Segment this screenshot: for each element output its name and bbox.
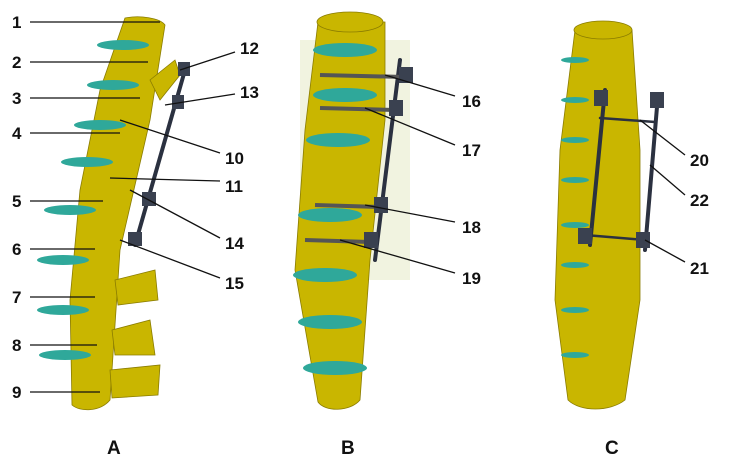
callout-label: 10 xyxy=(225,149,244,168)
callout-label: 7 xyxy=(12,288,21,307)
callout-label: 18 xyxy=(462,218,481,237)
callout-label: 6 xyxy=(12,240,21,259)
spine-model-c xyxy=(554,20,664,410)
disc xyxy=(313,43,377,57)
disc xyxy=(87,80,139,90)
rod-b xyxy=(373,58,402,262)
panel-label-c: C xyxy=(605,438,619,458)
callout-label: 2 xyxy=(12,53,21,72)
callout-label: 22 xyxy=(690,191,709,210)
disc xyxy=(61,157,113,167)
rod-c-left xyxy=(588,88,607,247)
leader-line xyxy=(364,204,456,223)
disc xyxy=(298,315,362,329)
disc xyxy=(561,97,589,103)
callout-label: 21 xyxy=(690,259,709,278)
pedicle-screw xyxy=(314,203,381,209)
leader-line xyxy=(119,239,221,279)
disc xyxy=(97,40,149,50)
leader-line xyxy=(384,74,456,97)
leader-line xyxy=(119,119,221,154)
callout-label: 11 xyxy=(225,177,243,196)
disc xyxy=(37,305,89,315)
callout-label: 16 xyxy=(462,92,481,111)
callout-label: 5 xyxy=(12,192,21,211)
disc xyxy=(561,57,589,63)
disc xyxy=(561,137,589,143)
leader-line xyxy=(339,239,456,274)
callout-label: 9 xyxy=(12,383,21,402)
disc xyxy=(44,205,96,215)
leader-line xyxy=(364,107,456,146)
leader-lines xyxy=(30,21,686,393)
leader-line xyxy=(109,177,221,182)
disc xyxy=(306,133,370,147)
callout-label: 12 xyxy=(240,39,259,58)
callout-label: 8 xyxy=(12,336,21,355)
disc xyxy=(561,352,589,358)
disc xyxy=(313,88,377,102)
disc xyxy=(303,361,367,375)
leader-line xyxy=(164,93,236,106)
leader-line xyxy=(129,189,221,239)
callout-label: 3 xyxy=(12,89,21,108)
leader-line xyxy=(179,51,236,71)
spine-model-b xyxy=(293,11,413,410)
disc xyxy=(561,262,589,268)
leader-line xyxy=(639,119,686,156)
callout-label: 4 xyxy=(12,124,22,143)
panel-label-a: A xyxy=(107,438,121,458)
callout-label: 1 xyxy=(12,13,21,32)
disc xyxy=(293,268,357,282)
disc xyxy=(561,307,589,313)
disc xyxy=(298,208,362,222)
rod-c-right xyxy=(643,93,660,252)
leader-line xyxy=(644,239,686,263)
disc xyxy=(74,120,126,130)
spine-model-a xyxy=(37,16,190,411)
pedicle-screw xyxy=(304,238,371,244)
callout-label: 17 xyxy=(462,141,481,160)
panel-label-b: B xyxy=(341,438,355,458)
disc xyxy=(561,177,589,183)
callout-label: 20 xyxy=(690,151,709,170)
leader-line xyxy=(649,164,686,196)
callout-label: 14 xyxy=(225,234,244,253)
disc xyxy=(37,255,89,265)
callout-label: 15 xyxy=(225,274,244,293)
callout-label: 13 xyxy=(240,83,259,102)
disc xyxy=(561,222,589,228)
pedicle-screw xyxy=(319,106,396,112)
callout-label: 19 xyxy=(462,269,481,288)
disc xyxy=(39,350,91,360)
